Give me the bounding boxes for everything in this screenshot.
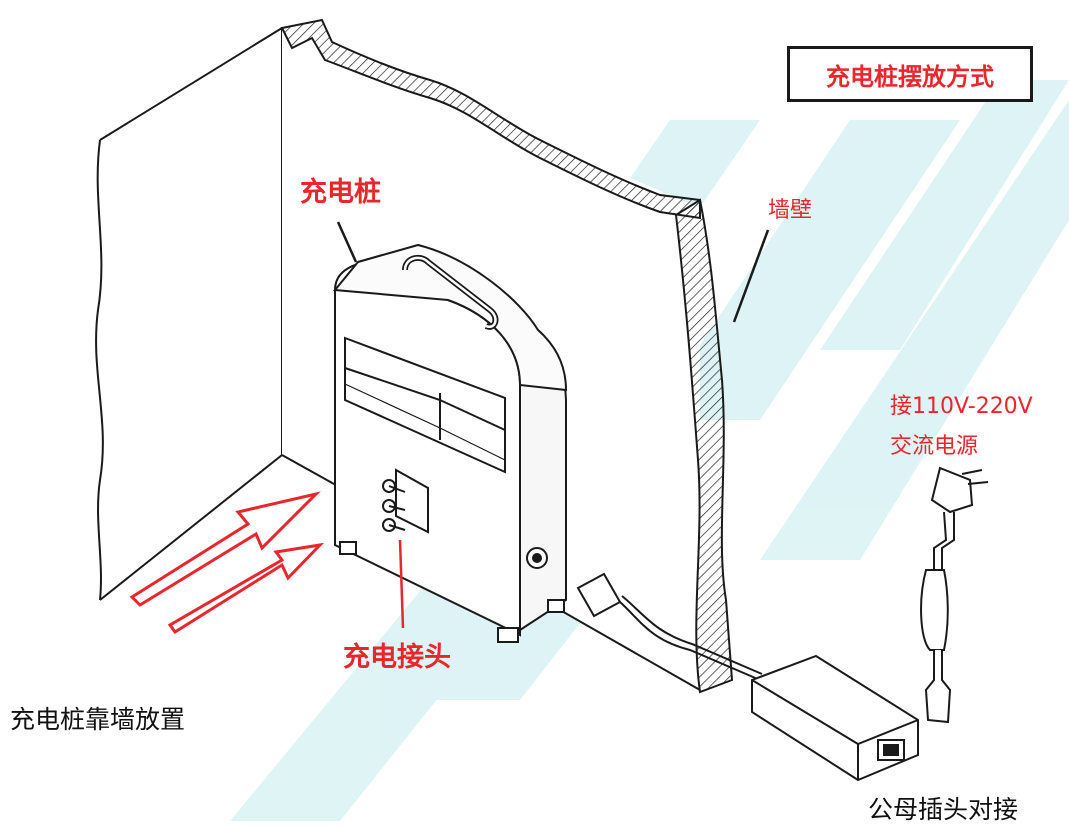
charging-connector	[382, 468, 429, 534]
left-wall	[95, 27, 283, 601]
charger-unit	[333, 243, 568, 643]
connector-label: 充电接头	[343, 642, 451, 673]
wall-label: 墙壁	[768, 198, 813, 223]
placement-arrows	[129, 491, 325, 635]
ac-power-cord	[920, 466, 989, 724]
output-cable	[576, 572, 763, 681]
placement-label: 充电桩靠墙放置	[10, 705, 186, 734]
leader-lines	[336, 221, 770, 629]
power-label-line2: 交流电源	[890, 434, 979, 459]
power-adapter	[751, 654, 919, 782]
diagram-title: 充电桩摆放方式	[787, 46, 1033, 102]
power-label-line1: 接110V-220V	[890, 394, 1033, 419]
plug-dock-label: 公母插头对接	[868, 795, 1019, 824]
charger-label: 充电桩	[300, 177, 381, 208]
